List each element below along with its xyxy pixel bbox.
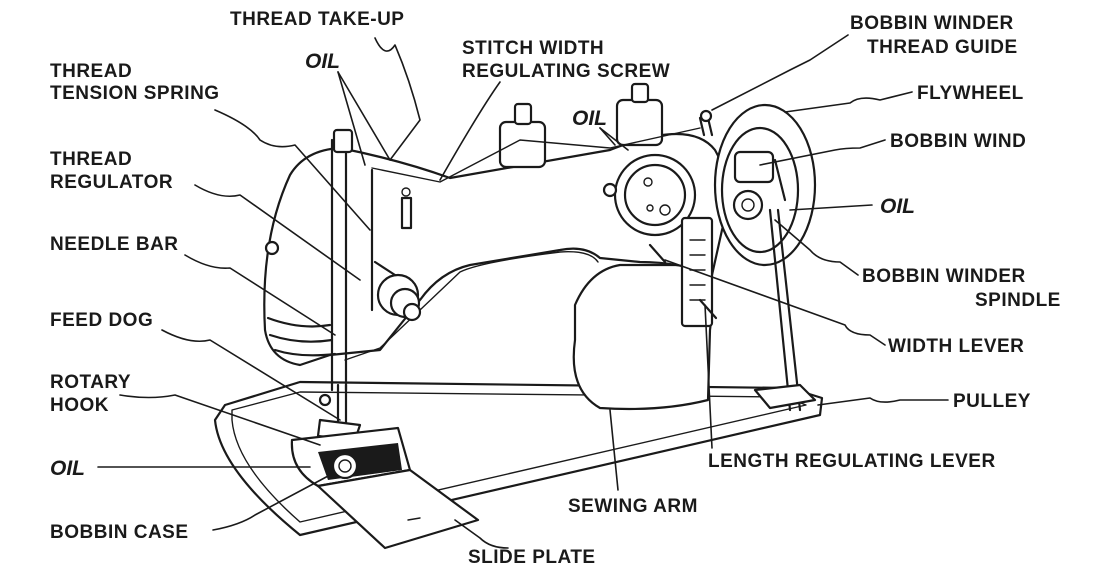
bobbin-winder-arm: [773, 158, 787, 202]
sewing-arm-column: [572, 263, 713, 411]
leader-sewing-arm: [609, 409, 619, 491]
label-rotary-hook-1: ROTARY: [50, 372, 131, 393]
label-feed-dog: FEED DOG: [50, 310, 153, 331]
leader-bobbin-winder-guide: [711, 34, 849, 111]
spool-pin-left: [498, 120, 547, 169]
leader-length-lever: [704, 304, 713, 449]
base-inner-rim: [231, 391, 807, 523]
label-width-lever: WIDTH LEVER: [888, 336, 1024, 357]
label-oil-left: OIL: [50, 457, 85, 480]
thread-guide-eye: [401, 187, 411, 197]
width-lever-knob: [602, 182, 618, 198]
label-bobbin-case: BOBBIN CASE: [50, 522, 189, 543]
bobbin-winder-body: [733, 150, 775, 184]
label-thread-tension-2: TENSION SPRING: [50, 83, 220, 104]
drive-belt: [776, 208, 802, 412]
leader-bobbin-wind: [759, 139, 886, 166]
head-stripe: [268, 333, 334, 343]
sewing-machine-illustration: [213, 82, 824, 550]
bobbin-winder-spindle-wheel: [732, 189, 764, 221]
label-thread-tension-1: THREAD: [50, 61, 132, 82]
label-flywheel: FLYWHEEL: [917, 83, 1024, 104]
lever-scale-marks: [689, 239, 706, 301]
label-slide-plate: SLIDE PLATE: [468, 547, 596, 568]
leader-oil-top-right-2: [599, 127, 629, 151]
label-oil-top-right: OIL: [572, 107, 607, 130]
spindle-hub: [741, 198, 755, 212]
leader-thread-tension: [214, 109, 371, 231]
bobbin-case: [338, 459, 352, 473]
label-sewing-arm: SEWING ARM: [568, 496, 698, 517]
thread-path: [371, 127, 701, 183]
head-stripe: [266, 316, 332, 328]
label-stitch-width-1: STITCH WIDTH: [462, 38, 604, 59]
dial-screw: [659, 204, 671, 216]
label-thread-regulator-2: REGULATOR: [50, 172, 173, 193]
label-bobbin-spindle-1: BOBBIN WINDER: [862, 266, 1026, 287]
label-bobbin-winder-guide-1: BOBBIN WINDER: [850, 13, 1014, 34]
drive-belt: [768, 208, 792, 412]
tension-spring: [373, 260, 397, 277]
flywheel-inner: [720, 126, 800, 254]
slide-plate-notch: [407, 517, 421, 521]
leader-feed-dog: [161, 329, 341, 421]
leader-needle-bar: [184, 254, 336, 336]
presser-screw: [318, 393, 332, 407]
label-thread-regulator-1: THREAD: [50, 149, 132, 170]
label-oil-top-left: OIL: [305, 50, 340, 73]
label-pulley: PULLEY: [953, 391, 1031, 412]
spool-pin-left-cap: [513, 102, 533, 126]
leader-oil-right: [789, 204, 873, 211]
arm-underside-line: [344, 251, 599, 361]
length-lever-handle: [698, 298, 718, 320]
leader-oil-top-left: [337, 71, 391, 161]
head-knob: [264, 240, 280, 256]
label-bobbin-winder-guide-2: THREAD GUIDE: [867, 37, 1018, 58]
leader-lines: [97, 34, 949, 549]
leader-bobbin-spindle: [774, 219, 859, 276]
tension-nut: [402, 302, 422, 322]
label-needle-bar: NEEDLE BAR: [50, 234, 179, 255]
slide-plate: [316, 468, 480, 550]
label-bobbin-spindle-2: SPINDLE: [975, 290, 1061, 311]
leader-slide-plate: [454, 519, 509, 549]
leader-thread-regulator: [194, 184, 361, 281]
leader-oil-top-left-2: [337, 71, 366, 166]
thread-guide-plate: [400, 196, 413, 230]
label-rotary-hook-2: HOOK: [50, 395, 109, 416]
machine-base: [213, 380, 824, 537]
label-oil-right: OIL: [880, 195, 915, 218]
leader-rotary-hook: [119, 394, 321, 446]
dial-screw: [643, 177, 653, 187]
stitch-width-dial-inner: [623, 163, 687, 227]
label-bobbin-wind: BOBBIN WIND: [890, 131, 1026, 152]
leader-stitch-width: [439, 81, 501, 181]
pulley-housing: [753, 383, 817, 410]
leader-bobbin-case: [212, 474, 331, 531]
leader-pulley: [817, 397, 949, 406]
spool-pin-right-cap: [630, 82, 650, 104]
needle-bar-top-cap: [332, 128, 354, 154]
leader-flywheel: [784, 91, 913, 113]
winder-guide-eye: [699, 109, 713, 123]
labels: THREAD TAKE-UP OIL STITCH WIDTH REGULATI…: [50, 9, 1061, 568]
dial-screw: [646, 204, 654, 212]
leader-thread-take-up: [374, 37, 421, 161]
label-length-lever: LENGTH REGULATING LEVER: [708, 451, 996, 472]
label-thread-take-up: THREAD TAKE-UP: [230, 9, 404, 30]
label-stitch-width-2: REGULATING SCREW: [462, 61, 670, 82]
head-stripe: [273, 348, 337, 357]
width-lever-handle: [648, 243, 667, 264]
leader-width-lever: [664, 259, 886, 346]
